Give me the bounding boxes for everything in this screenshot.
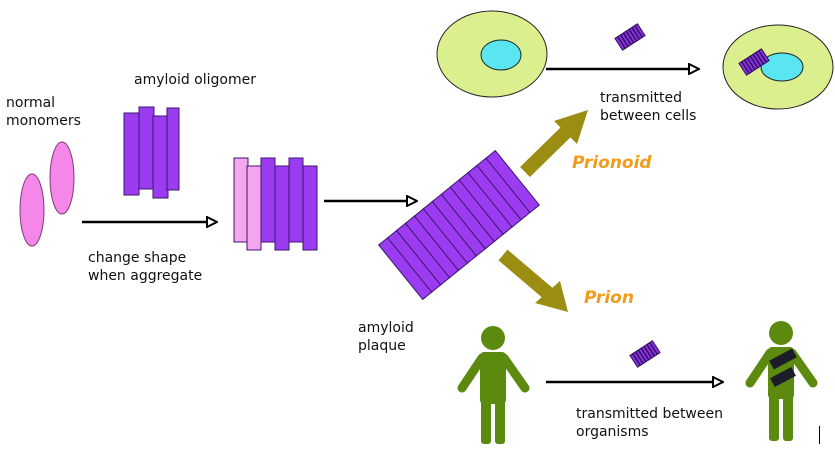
label-transmitted-between-organisms: transmitted between organisms xyxy=(576,405,723,441)
text-cursor xyxy=(819,426,820,444)
nucleus xyxy=(760,52,804,82)
monomer-2 xyxy=(49,141,75,215)
monomer-1 xyxy=(19,173,45,247)
label-amyloid-plaque: amyloid plaque xyxy=(358,319,414,355)
fibril-between-organisms xyxy=(629,340,661,368)
fibril-between-cells xyxy=(614,23,646,51)
person-left-icon xyxy=(457,326,530,444)
cell-right xyxy=(722,24,834,110)
label-prion: Prion xyxy=(584,288,634,308)
fibril-in-cell xyxy=(738,48,770,76)
amyloid-oligomer xyxy=(123,106,180,199)
fibril-strand xyxy=(758,48,770,63)
fibril-strand xyxy=(634,23,646,38)
label-line: transmitted between xyxy=(576,406,723,422)
arrow-prionoid xyxy=(520,110,588,178)
person-right-icon xyxy=(745,321,818,441)
label-line: amyloid xyxy=(358,320,414,336)
label-amyloid-oligomer: amyloid oligomer xyxy=(134,72,256,88)
label-line: change shape xyxy=(88,250,187,266)
label-change-shape: change shape when aggregate xyxy=(88,249,202,285)
label-line: when aggregate xyxy=(88,268,203,284)
label-line: between cells xyxy=(600,108,697,124)
fibril-in-person xyxy=(769,348,797,388)
label-line: normal xyxy=(6,95,56,111)
label-transmitted-between-cells: transmitted between cells xyxy=(600,89,696,125)
label-line: transmitted xyxy=(600,90,682,106)
mixed-aggregate xyxy=(233,157,318,251)
label-line: plaque xyxy=(358,338,406,354)
label-normal-monomers: normal monomers xyxy=(6,94,81,130)
normal-monomers xyxy=(19,141,75,247)
label-line: monomers xyxy=(6,113,81,129)
label-line: organisms xyxy=(576,424,649,440)
arrow-prion xyxy=(498,249,568,312)
fibril-strand xyxy=(485,149,541,214)
fibril-strand xyxy=(649,340,661,355)
amyloid-plaque xyxy=(377,149,541,301)
cell-left xyxy=(436,10,548,98)
label-prionoid: Prionoid xyxy=(572,153,652,173)
nucleus xyxy=(480,39,522,71)
